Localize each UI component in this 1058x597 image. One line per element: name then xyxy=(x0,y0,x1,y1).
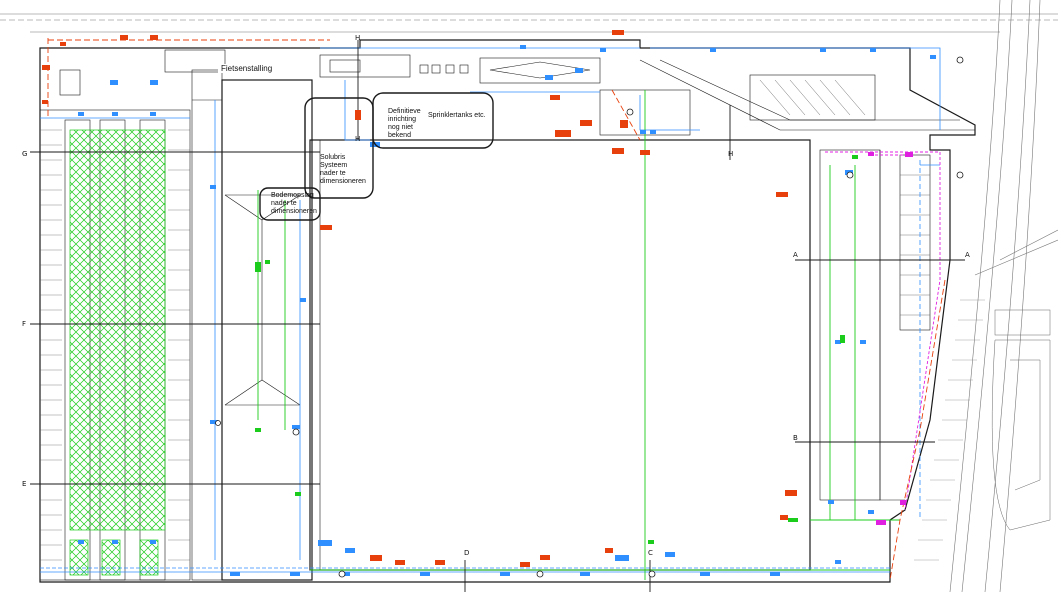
axis-a-right-label: A xyxy=(965,251,970,259)
axis-h2-label: H xyxy=(355,135,360,143)
ramp-hatch xyxy=(760,80,865,115)
top-structures xyxy=(60,50,690,135)
axis-f-label: F xyxy=(22,320,26,328)
axis-h3-label: H xyxy=(728,150,733,158)
road-right xyxy=(950,0,1058,592)
green-hatch-zones xyxy=(70,130,165,575)
magenta-symbols xyxy=(868,152,913,525)
grid-lines xyxy=(30,40,965,592)
interior-zones xyxy=(192,70,930,580)
axis-h1-label: H xyxy=(355,34,360,42)
axis-c-label: C xyxy=(648,549,653,557)
building-outline xyxy=(40,40,975,582)
axis-e-label: E xyxy=(22,480,26,488)
definitive-install-label: Definitieve inrichting nog niet bekend xyxy=(388,108,421,140)
axis-b-label: B xyxy=(793,434,798,442)
solubris-label: Solubris Systeem nader te dimensioneren xyxy=(320,154,366,186)
hydrant-markers xyxy=(216,57,964,577)
axis-g-label: G xyxy=(22,150,27,158)
axis-a-left-label: A xyxy=(793,251,798,259)
buffer-label: Bodemopslag nader te dimensioneren xyxy=(271,192,317,216)
blue-symbols xyxy=(78,45,936,576)
magenta-lines xyxy=(825,152,940,510)
bike-shed-label: Fietsenstalling xyxy=(218,64,275,73)
axis-d-label: D xyxy=(464,549,469,557)
loading-dock-stalls xyxy=(900,175,930,315)
green-symbols xyxy=(255,155,858,544)
road-top xyxy=(0,14,1058,32)
sprinkler-label: Sprinklertanks etc. xyxy=(428,112,486,120)
